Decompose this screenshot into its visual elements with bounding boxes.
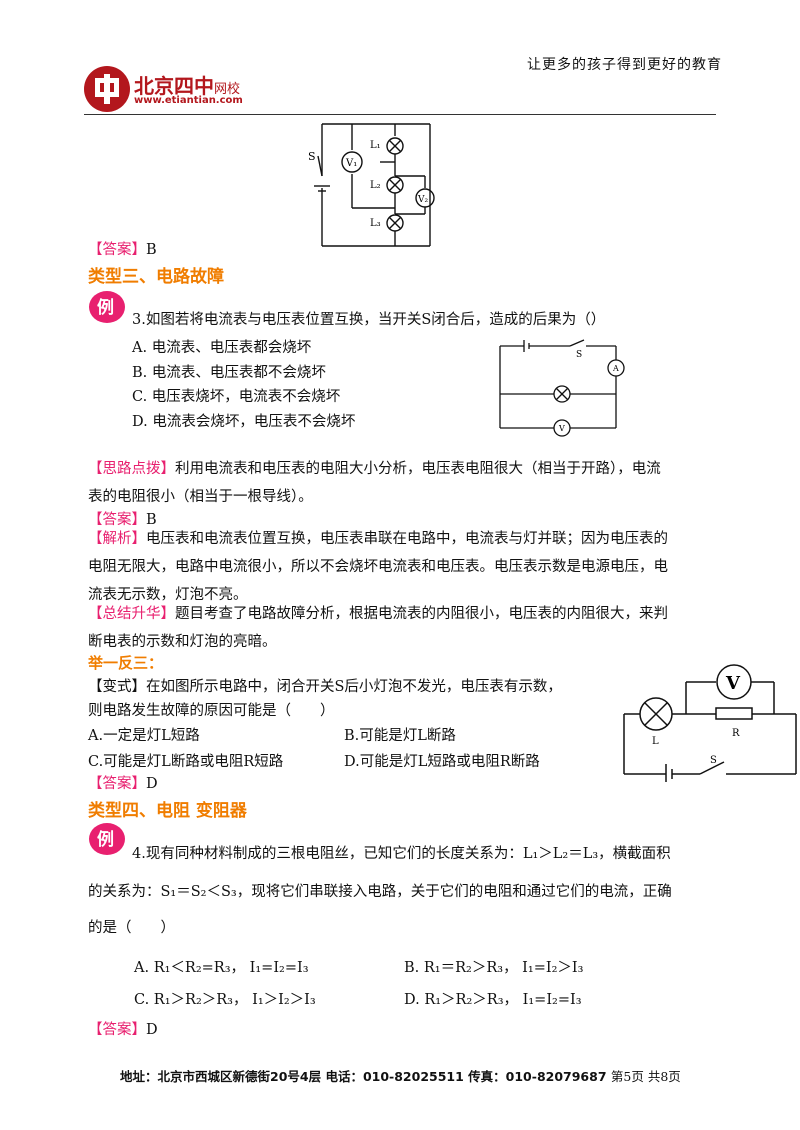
hint-text-1: 利用电流表和电压表的电阻大小分析，电压表电阻很大（相当于开路），电流 <box>175 461 661 477</box>
option-a: A. 电流表、电压表都会烧坏 <box>132 340 312 356</box>
circuit-diagram-variant: V L R S <box>623 664 797 782</box>
q3-voltmeter-label: V <box>558 424 565 433</box>
question-stem-4-line-3: 的是（ ） <box>88 920 175 936</box>
option-c: C. 电压表烧坏，电流表不会烧坏 <box>132 389 341 405</box>
summary-line-2: 断电表的示数和灯泡的亮暗。 <box>88 634 277 650</box>
variant-switch-label: S <box>710 755 717 766</box>
answer-value: D <box>146 1022 158 1038</box>
answer-q2: 【答案】B <box>88 238 157 259</box>
q3-ammeter-label: A <box>612 364 619 373</box>
hint-line-2: 表的电阻很小（相当于一根导线）。 <box>88 489 313 505</box>
variant-line-1: 【变式】在如图所示电路中，闭合开关S后小灯泡不发光，电压表有示数， <box>88 679 562 695</box>
q3-switch-label: S <box>576 350 582 360</box>
question-stem-4-line-2: 的关系为：S₁＝S₂＜S₃，现将它们串联接入电路，关于它们的电阻和通过它们的电流… <box>88 884 672 900</box>
variant-voltmeter-label: V <box>725 673 741 694</box>
summary-paragraph: 【总结升华】题目考查了电路故障分析，根据电流表的内阻很小，电压表的内阻很大，来判… <box>88 600 728 656</box>
answer-value: D <box>146 776 158 792</box>
variant-heading: 举一反三： <box>88 654 164 672</box>
analysis-line-1: 【解析】电压表和电流表位置互换，电压表串联在电路中，电流表与灯并联；因为电压表的 <box>88 525 728 553</box>
answer-tag: 【答案】 <box>88 512 146 528</box>
school-url[interactable]: www.etiantian.com <box>134 95 243 106</box>
section-heading-4: 类型四、电阻 变阻器 <box>88 801 247 821</box>
variant-lamp-label: L <box>652 736 659 747</box>
footer: 地址：北京市西城区新德街20号4层 电话：010-82025511 传真：010… <box>120 1066 681 1085</box>
l3-label: L₃ <box>370 218 381 229</box>
summary-tag: 【总结升华】 <box>88 606 175 622</box>
switch-label: S <box>308 150 316 163</box>
answer-variant: 【答案】D <box>88 772 158 793</box>
variant-option-d: D.可能是灯L短路或电阻R断路 <box>344 754 540 770</box>
question-stem-4-line-1: 4.现有同种材料制成的三根电阻丝，已知它们的长度关系为：L₁＞L₂＝L₃，横截面… <box>132 846 671 862</box>
l1-label: L₁ <box>370 140 381 151</box>
footer-address: 地址：北京市西城区新德街20号4层 电话：010-82025511 传真：010… <box>120 1069 607 1084</box>
q4-option-d: D. R₁＞R₂＞R₃， I₁=I₂=I₃ <box>404 992 582 1008</box>
header-divider <box>84 114 716 115</box>
school-name-main: 北京四中 <box>134 74 214 98</box>
question-stem-3: 3.如图若将电流表与电压表位置互换，当开关S闭合后，造成的后果为（） <box>132 312 606 328</box>
variant-option-b: B.可能是灯L断路 <box>344 728 456 744</box>
answer-q3: 【答案】B <box>88 508 157 529</box>
variant-line-2: 则电路发生故障的原因可能是（ ） <box>88 703 335 719</box>
hint-line-1: 【思路点拨】利用电流表和电压表的电阻大小分析，电压表电阻很大（相当于开路），电流 <box>88 455 728 483</box>
v2-label: V₂ <box>417 195 428 205</box>
analysis-line-2: 电阻无限大，电路中电流很小，所以不会烧坏电流表和电压表。电压表示数是电源电压，电 <box>88 559 668 575</box>
header-slogan: 让更多的孩子得到更好的教育 <box>527 57 722 73</box>
analysis-line-3: 流表无示数，灯泡不亮。 <box>88 587 248 603</box>
example-badge-icon: 例 <box>88 288 128 330</box>
answer-q4: 【答案】D <box>88 1018 158 1039</box>
answer-tag: 【答案】 <box>88 1022 146 1038</box>
summary-text-1: 题目考查了电路故障分析，根据电流表的内阻很小，电压表的内阻很大，来判 <box>175 606 668 622</box>
section-heading-3: 类型三、电路故障 <box>88 267 224 287</box>
example-badge-icon: 例 <box>88 820 128 862</box>
school-name-suffix: 网校 <box>214 82 241 97</box>
variant-option-c: C.可能是灯L断路或电阻R短路 <box>88 754 284 770</box>
circuit-diagram-q3: S A V <box>499 339 625 437</box>
q4-option-c: C. R₁＞R₂＞R₃， I₁＞I₂＞I₃ <box>134 992 316 1008</box>
summary-line-1: 【总结升华】题目考查了电路故障分析，根据电流表的内阻很小，电压表的内阻很大，来判 <box>88 600 728 628</box>
badge-text: 例 <box>97 297 114 318</box>
hint-tag: 【思路点拨】 <box>88 461 175 477</box>
variant-resistor-label: R <box>732 728 740 739</box>
option-b: B. 电流表、电压表都不会烧坏 <box>132 365 326 381</box>
option-d: D. 电流表会烧坏，电压表不会烧坏 <box>132 414 356 430</box>
l2-label: L₂ <box>370 180 381 191</box>
answer-value: B <box>146 242 157 258</box>
answer-tag: 【答案】 <box>88 242 146 258</box>
analysis-text-1: 电压表和电流表位置互换，电压表串联在电路中，电流表与灯并联；因为电压表的 <box>146 531 668 547</box>
answer-value: B <box>146 512 157 528</box>
analysis-tag: 【解析】 <box>88 531 146 547</box>
school-logo-icon <box>84 66 130 112</box>
v1-label: V₁ <box>345 158 357 169</box>
circuit-diagram-q2: S V₁ L₁ L₂ L₃ V₂ <box>308 123 435 247</box>
q4-option-a: A. R₁＜R₂=R₃， I₁=I₂=I₃ <box>134 960 309 976</box>
hint-paragraph: 【思路点拨】利用电流表和电压表的电阻大小分析，电压表电阻很大（相当于开路），电流… <box>88 455 728 511</box>
school-name: 北京四中网校 <box>134 70 240 99</box>
analysis-paragraph: 【解析】电压表和电流表位置互换，电压表串联在电路中，电流表与灯并联；因为电压表的… <box>88 525 728 609</box>
q4-option-b: B. R₁＝R₂＞R₃， I₁=I₂＞I₃ <box>404 960 584 976</box>
answer-tag: 【答案】 <box>88 776 146 792</box>
badge-text: 例 <box>97 829 114 850</box>
footer-page-number: 第5页 共8页 <box>610 1069 681 1084</box>
variant-option-a: A.一定是灯L短路 <box>88 728 200 744</box>
